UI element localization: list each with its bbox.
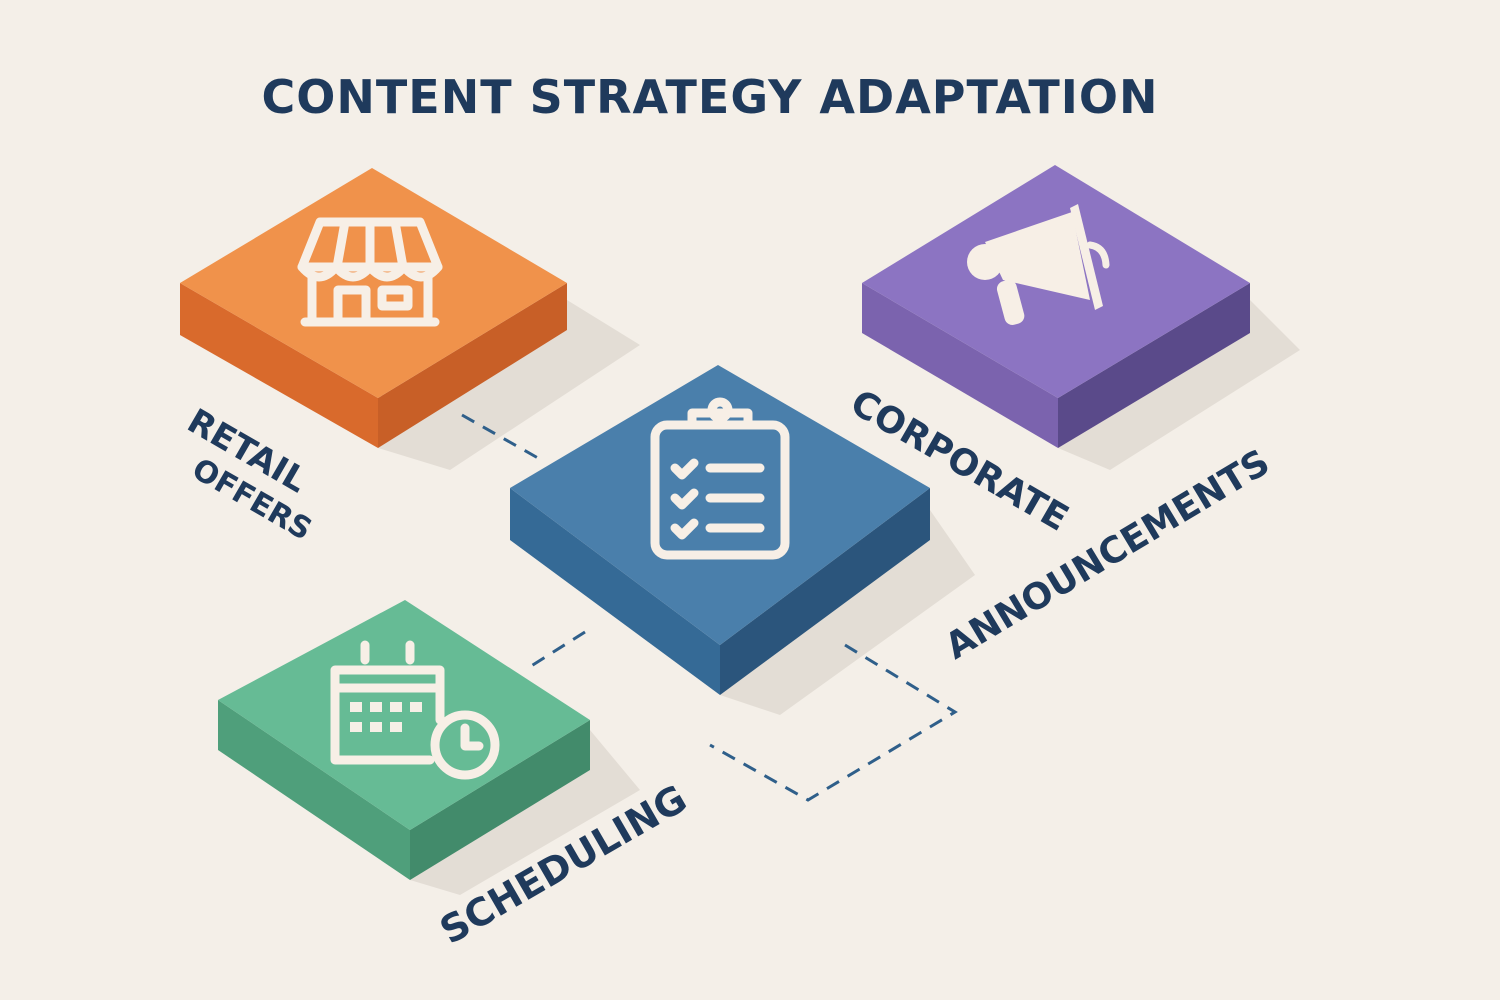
tile-center[interactable] (510, 365, 930, 695)
storefront-icon (297, 217, 443, 327)
connectors (461, 413, 958, 802)
megaphone-icon (967, 204, 1110, 325)
calendar-clock-icon (330, 640, 500, 780)
connector-retail-center (461, 413, 546, 464)
tile-scheduling[interactable] (218, 600, 590, 880)
clipboard-checklist-icon (650, 397, 790, 560)
tile-corporate[interactable] (862, 165, 1250, 448)
connector-center-scheduling (527, 630, 586, 670)
diagram-title: CONTENT STRATEGY ADAPTATION (261, 70, 1159, 124)
tile-retail[interactable] (180, 168, 567, 448)
